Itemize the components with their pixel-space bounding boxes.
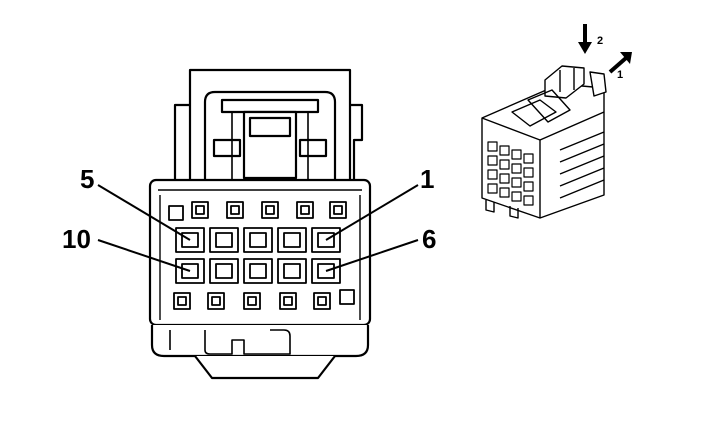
terminal-7 xyxy=(277,258,307,284)
press-arrow-label: 2 xyxy=(597,35,603,47)
lock-inner-lines xyxy=(231,112,309,180)
lock-side-slot-right xyxy=(298,138,328,158)
pin-label-1: 1 xyxy=(420,164,434,194)
lock-latch-bar xyxy=(220,98,320,114)
lock-side-slot-left xyxy=(212,138,242,158)
leader-pin-10 xyxy=(97,239,191,272)
release-arrow-label: 1 xyxy=(617,69,623,81)
bottom-key-notch xyxy=(204,329,291,355)
pin-label-5: 5 xyxy=(80,164,94,194)
bottom-skirt xyxy=(150,325,370,358)
connector-front-view xyxy=(148,68,372,380)
leader-pin-1 xyxy=(325,184,419,241)
connector-isometric-inset xyxy=(481,65,607,219)
lock-housing-side-right xyxy=(350,103,364,180)
pin-label-10: 10 xyxy=(62,224,91,254)
terminal-row-bottom xyxy=(175,258,341,284)
terminal-6 xyxy=(311,258,341,284)
pin-label-6: 6 xyxy=(422,224,436,254)
upper-cavity-row xyxy=(168,201,347,221)
lock-latch-window xyxy=(248,116,292,138)
leader-pin-5 xyxy=(97,184,191,241)
leader-pin-6 xyxy=(325,239,419,272)
press-arrow xyxy=(578,24,592,54)
lock-housing-side-left xyxy=(173,103,190,180)
bottom-key xyxy=(194,355,336,380)
lower-cavity-row xyxy=(173,289,355,310)
release-arrow xyxy=(608,52,632,74)
terminal-4 xyxy=(209,227,239,253)
terminal-row-top xyxy=(175,227,341,253)
lock-inner-frame xyxy=(203,90,337,180)
leader-lines xyxy=(97,184,419,272)
